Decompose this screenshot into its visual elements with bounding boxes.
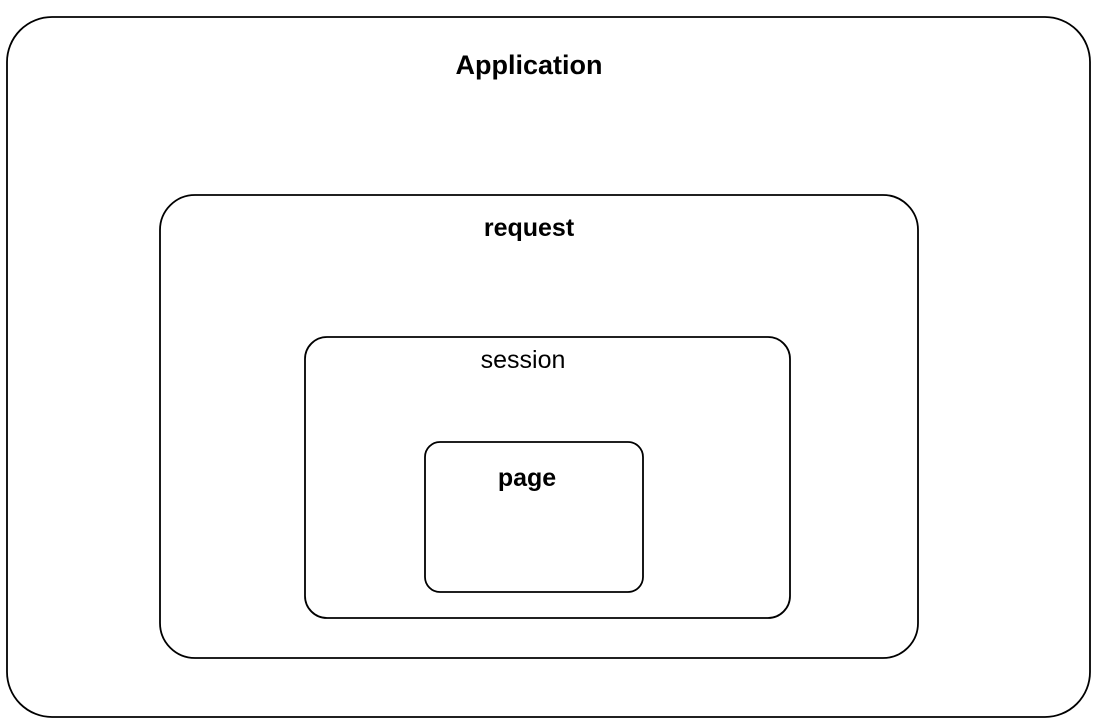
scope-label-page: page [498, 464, 556, 492]
scope-label-request: request [484, 214, 575, 242]
scope-label-session: session [481, 346, 566, 374]
scope-label-application: Application [456, 50, 603, 80]
scope-box-page [424, 441, 644, 593]
